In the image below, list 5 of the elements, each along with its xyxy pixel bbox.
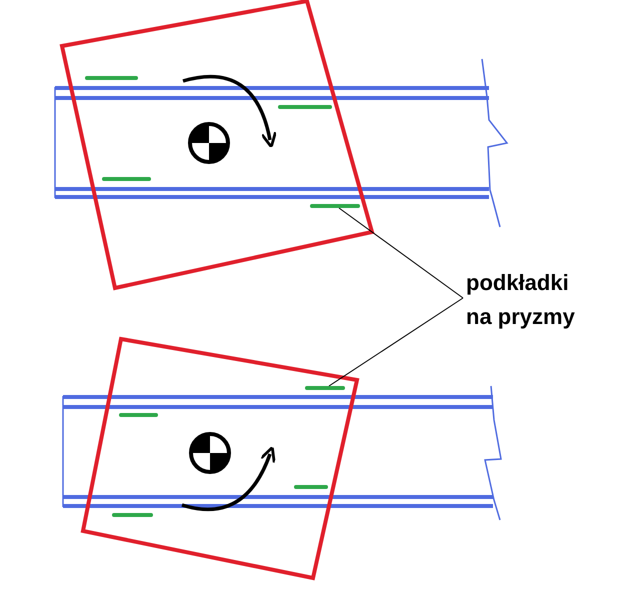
- leader-line: [338, 208, 464, 298]
- pad-mark: [310, 204, 360, 208]
- callout-label: podkładki na pryzmy: [466, 269, 576, 331]
- leader-line: [328, 298, 464, 386]
- pad-mark: [305, 386, 345, 390]
